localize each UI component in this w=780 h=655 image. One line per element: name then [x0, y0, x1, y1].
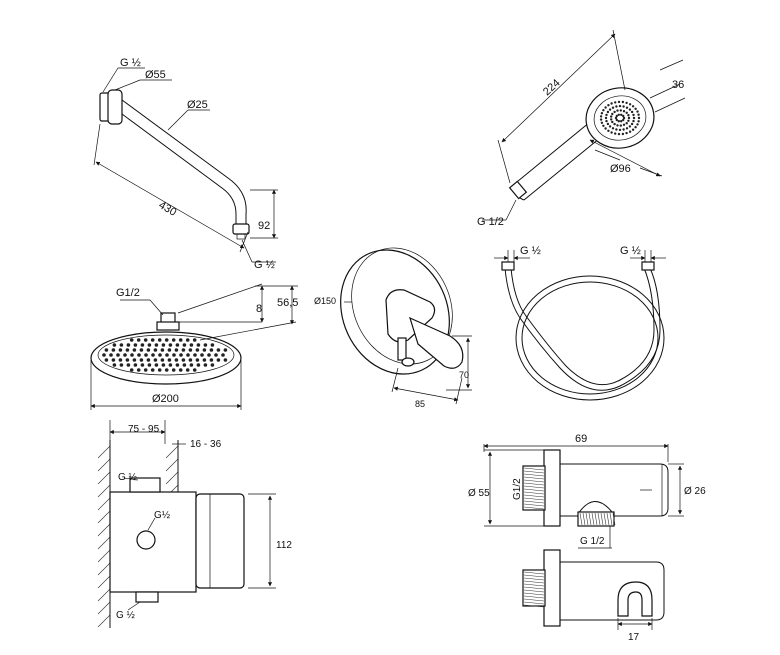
- mixer-plate-diameter-label: Ø150: [314, 296, 336, 306]
- bracket-tube-diameter-label: Ø 26: [684, 486, 706, 497]
- hose-drawing: G ½ G ½: [494, 245, 666, 401]
- arm-outlet-thread-label: G ½: [254, 259, 275, 271]
- hose-right-thread-label: G ½: [620, 245, 641, 257]
- bracket-bottom-thread-label: G 1/2: [580, 536, 605, 547]
- box-cover-range-label: 16 - 36: [190, 439, 222, 450]
- hand-thread-label: G 1/2: [477, 216, 504, 228]
- arm-flange-diameter-label: Ø55: [145, 69, 166, 81]
- hand-head-depth-label: 36: [672, 79, 684, 91]
- head-height-total-label: 56,5: [277, 297, 298, 309]
- mixer-height-label: 70: [459, 370, 469, 380]
- head-diameter-label: Ø200: [152, 393, 179, 405]
- hand-head-diameter-label: Ø96: [610, 163, 631, 175]
- bracket-width-label: 69: [575, 433, 587, 445]
- head-thread-label: G1/2: [116, 287, 140, 299]
- hose-left-thread-label: G ½: [520, 245, 541, 257]
- box-bottom-thread-label: G ½: [116, 610, 136, 621]
- box-depth-range-label: 75 - 95: [128, 424, 160, 435]
- box-top-thread-label: G ½: [118, 472, 138, 483]
- arm-length-label: 430: [157, 199, 179, 219]
- arm-tube-diameter-label: Ø25: [187, 99, 208, 111]
- mixer-depth-label: 85: [415, 399, 425, 409]
- overhead-shower-head-drawing: G1/2 8 56,5 Ø200: [90, 283, 298, 410]
- head-height-small-label: 8: [256, 303, 262, 315]
- box-mid-thread-label: G½: [154, 510, 171, 521]
- wall-outlet-bracket-drawing: 69 Ø 55 G1/2 Ø 26 G 1/2 17: [468, 433, 706, 643]
- arm-drop-label: 92: [258, 220, 270, 232]
- mixer-drawing: Ø150 70 85: [314, 247, 472, 409]
- box-height-label: 112: [276, 540, 292, 551]
- arm-thread-label: G ½: [120, 57, 141, 69]
- concealed-box-drawing: 75 - 95 16 - 36 G ½ G½ G ½ 112: [97, 420, 292, 628]
- shower-arm-drawing: G ½ Ø55 Ø25 430 92 G ½: [93, 57, 278, 271]
- bracket-offset-label: 17: [628, 632, 640, 643]
- bracket-vertical-thread-label: G1/2: [512, 478, 523, 500]
- bracket-flange-diameter-label: Ø 55: [468, 488, 490, 499]
- hand-length-label: 224: [541, 77, 563, 98]
- hand-shower-drawing: 224 36 Ø96 G 1/2: [477, 29, 686, 228]
